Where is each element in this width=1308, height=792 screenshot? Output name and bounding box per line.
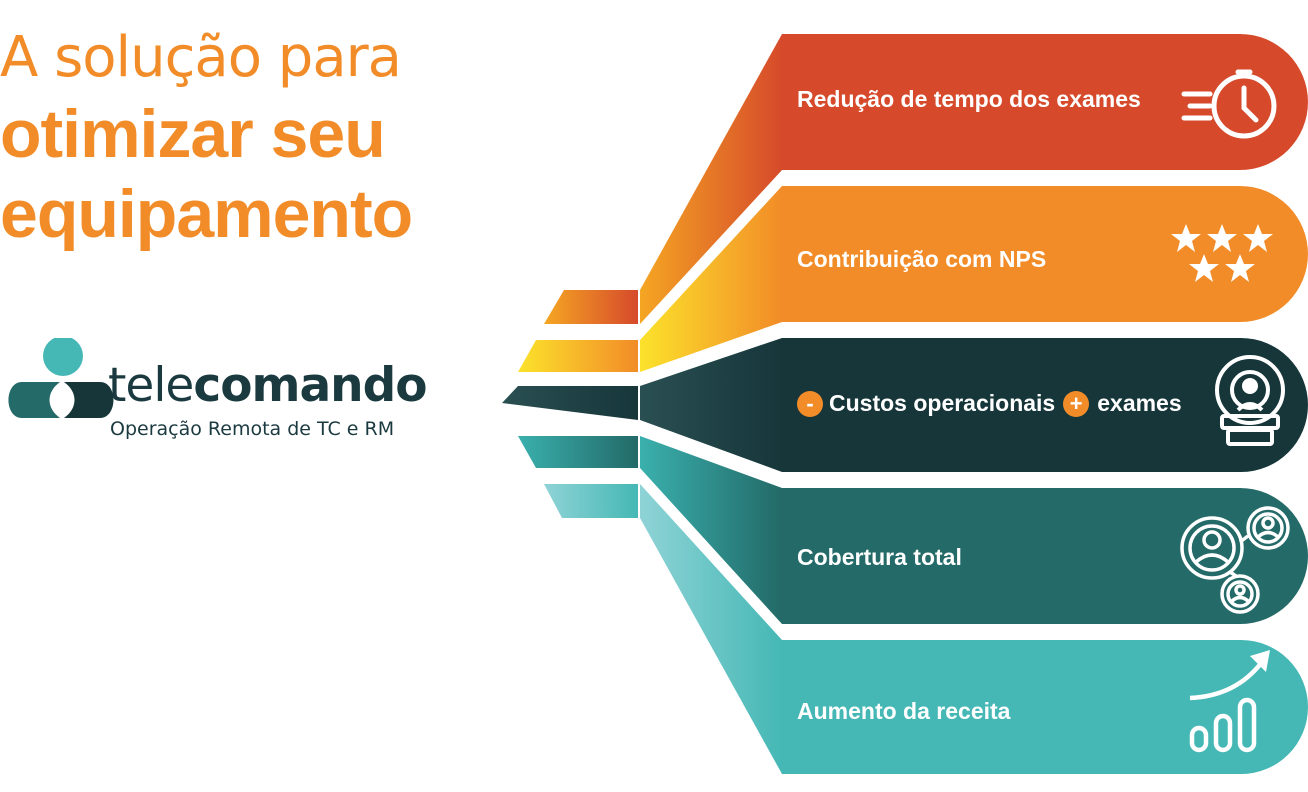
- headline-line-3: equipamento: [0, 176, 413, 252]
- brand-name: telecomando: [108, 356, 428, 416]
- scanner-icon: [1215, 355, 1285, 446]
- funnel-flare-4: [640, 436, 782, 624]
- row-label-2: Contribuição com NPS: [797, 246, 1047, 272]
- funnel-flare-3: [640, 338, 782, 472]
- brand-tagline: Operação Remota de TC e RM: [110, 418, 395, 440]
- funnel-stub-1: [544, 290, 638, 324]
- headline: A solução para otimizar seu equipamento: [0, 22, 413, 254]
- row-bar-1: [782, 34, 1308, 170]
- growth-chart-icon: [1189, 650, 1270, 753]
- row-label-3: -Custos operacionais + exames: [797, 390, 1182, 417]
- minus-badge: -: [797, 390, 823, 417]
- row-label-3b: exames: [1097, 390, 1182, 416]
- brand-name-bold: comando: [193, 358, 427, 413]
- network-people-icon: [1180, 506, 1290, 614]
- row-bar-5: [782, 640, 1308, 774]
- funnel-stub-5: [544, 484, 638, 518]
- telecomando-logo-icon: [8, 338, 114, 418]
- funnel-flare-5: [640, 484, 782, 774]
- funnel-stub-2: [518, 340, 638, 372]
- funnel-flare-2: [640, 186, 782, 372]
- row-bar-4: [782, 488, 1308, 624]
- headline-line-2: otimizar seu: [0, 96, 386, 172]
- plus-badge: +: [1063, 390, 1090, 417]
- row-label-4: Cobertura total: [797, 544, 962, 570]
- row-bar-2: [782, 186, 1308, 322]
- stars-icon: [1171, 224, 1273, 282]
- stopwatch-icon: [1181, 69, 1277, 139]
- brand-name-light: tele: [108, 358, 194, 413]
- row-label-3a: Custos operacionais: [829, 390, 1056, 416]
- headline-line-1: A solução para: [0, 25, 402, 90]
- funnel-flare-1: [640, 34, 782, 324]
- row-bar-3: [782, 338, 1308, 472]
- row-label-5: Aumento da receita: [797, 698, 1011, 724]
- funnel-stub-4: [518, 436, 638, 468]
- funnel-stub-3: [502, 386, 638, 420]
- row-label-1: Redução de tempo dos exames: [797, 86, 1141, 112]
